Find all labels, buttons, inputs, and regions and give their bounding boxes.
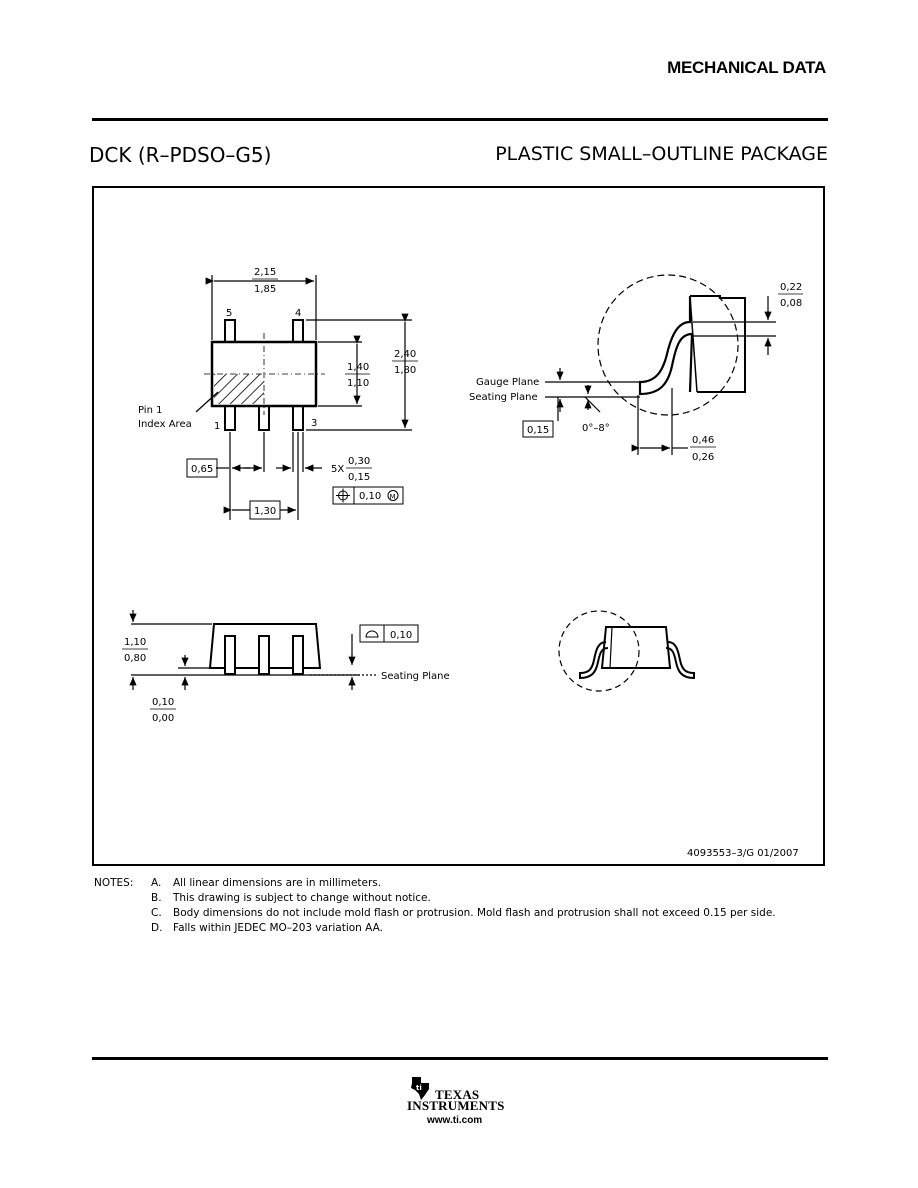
pin1-index-area — [214, 374, 264, 404]
mmc-symbol-icon — [387, 490, 399, 501]
svg-text:M: M — [390, 493, 396, 501]
detail-standoff-min: 0,08 — [780, 298, 802, 309]
document-id: 4093553–3/G 01/2007 — [687, 848, 799, 859]
position-tolerance-value: 0,10 — [359, 491, 381, 502]
height-min: 0,80 — [124, 653, 146, 664]
side-standoff-min: 0,00 — [152, 713, 174, 724]
brand-line2: INSTRUMENTS — [407, 1098, 505, 1113]
notes-label: NOTES: — [94, 877, 134, 889]
side-seating-plane-label: Seating Plane — [381, 671, 450, 682]
foot-length-max: 0,46 — [692, 435, 714, 446]
gauge-height-value: 0,15 — [527, 425, 549, 436]
pin-5-label: 5 — [226, 308, 232, 319]
height-max: 1,10 — [124, 637, 146, 648]
side-standoff-max: 0,10 — [152, 697, 174, 708]
lead-4 — [292, 319, 304, 343]
package-name-title: PLASTIC SMALL–OUTLINE PACKAGE — [495, 143, 828, 165]
pitch-box — [186, 458, 218, 478]
note-item: A.All linear dimensions are in millimete… — [151, 877, 382, 889]
pin-1-label: 1 — [214, 421, 220, 432]
svg-text:ti: ti — [416, 1084, 422, 1092]
top-view — [186, 275, 412, 520]
pin1-label: Pin 1 — [138, 405, 162, 416]
note-item: B.This drawing is subject to change with… — [151, 892, 431, 904]
lead-width-max: 0,30 — [348, 456, 370, 467]
note-item: C.Body dimensions do not include mold fl… — [151, 907, 776, 919]
lead-angle-value: 0°–8° — [582, 423, 610, 434]
gauge-height-box — [522, 420, 554, 438]
lead-width-min: 0,15 — [348, 472, 370, 483]
lead-span-max: 2,40 — [394, 349, 416, 360]
pitch-value: 0,65 — [191, 464, 213, 475]
brand-line1: TEXAS — [435, 1087, 480, 1102]
ti-logo: ti TEXAS INSTRUMENTS www.ti.com — [405, 1075, 525, 1135]
lead-detail-view — [522, 274, 776, 455]
body-width-max: 2,15 — [254, 267, 276, 278]
top-rule — [92, 118, 828, 121]
detail-standoff-max: 0,22 — [780, 282, 802, 293]
index-area-label: Index Area — [138, 419, 192, 430]
foot-length-min: 0,26 — [692, 452, 714, 463]
bottom-rule — [92, 1057, 828, 1060]
drawing-frame — [92, 186, 825, 866]
seating-plane-label: Seating Plane — [469, 392, 538, 403]
lead-3 — [292, 405, 304, 431]
coplanarity-value: 0,10 — [390, 630, 412, 641]
lead-2 — [258, 405, 270, 431]
website-link[interactable]: www.ti.com — [427, 1115, 483, 1126]
lead-count-prefix: 5X — [331, 464, 344, 475]
coplanarity-box — [359, 624, 419, 643]
ti-state-logo-icon: ti — [411, 1077, 429, 1100]
lead-1 — [224, 405, 236, 431]
body-length-min: 1,10 — [347, 378, 369, 389]
gauge-plane-label: Gauge Plane — [476, 377, 539, 388]
section-header: MECHANICAL DATA — [667, 58, 826, 77]
lead-5 — [224, 319, 236, 343]
position-tolerance-box — [332, 486, 404, 505]
body-width-min: 1,85 — [254, 284, 276, 295]
pitch2-value: 1,30 — [254, 506, 276, 517]
end-view — [558, 610, 695, 692]
side-view — [129, 610, 419, 690]
note-item: D.Falls within JEDEC MO–203 variation AA… — [151, 922, 383, 934]
pin-4-label: 4 — [295, 308, 301, 319]
body-length-max: 1,40 — [347, 362, 369, 373]
lead-span-min: 1,80 — [394, 365, 416, 376]
pitch2-box — [249, 500, 281, 520]
package-code-title: DCK (R–PDSO–G5) — [89, 143, 272, 167]
profile-surface-icon — [365, 630, 379, 638]
pin-3-label: 3 — [311, 418, 317, 429]
